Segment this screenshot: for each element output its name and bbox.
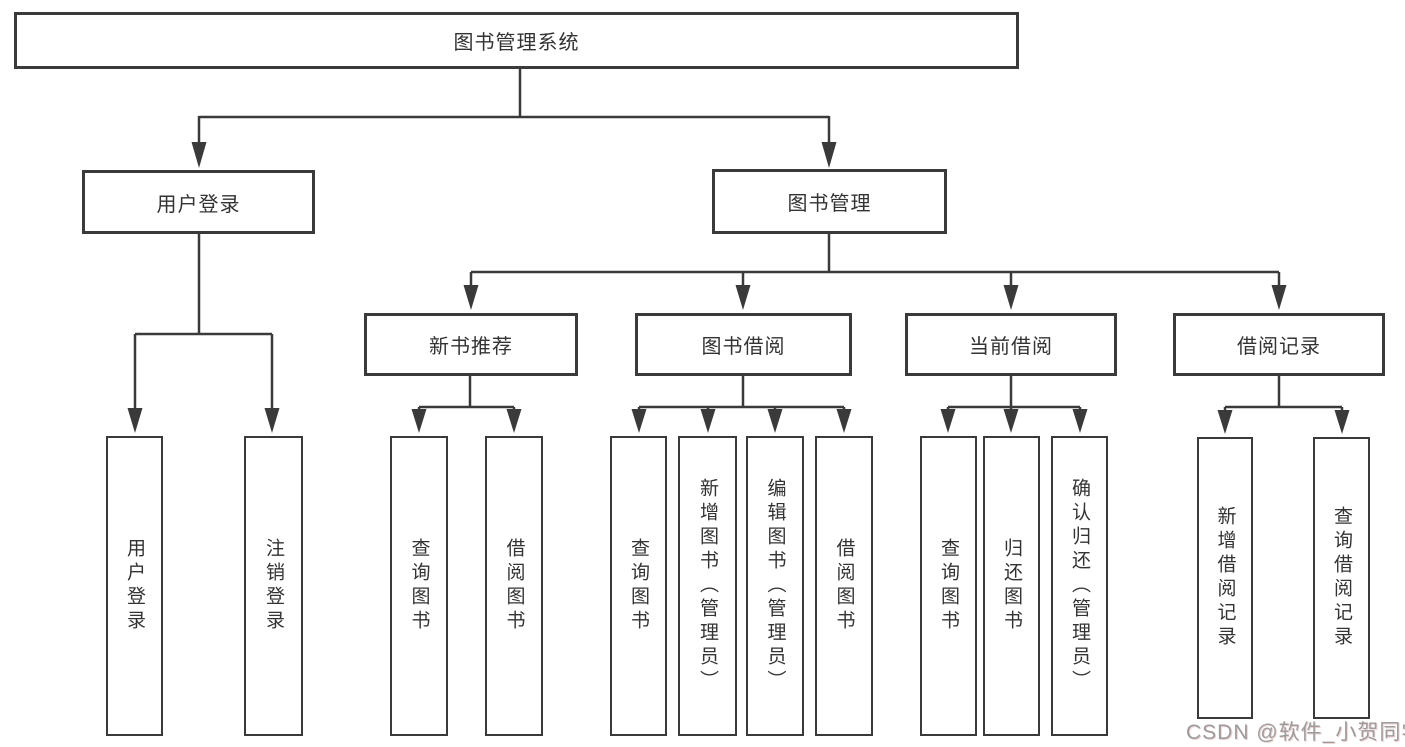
leaf-label: 用户登录 (124, 538, 145, 634)
leaf-label: 新增图书（管理员） (697, 478, 718, 694)
leaf-logout: 注销登录 (244, 436, 303, 736)
leaf-add-borrow-record: 新增借阅记录 (1197, 437, 1253, 719)
leaf-edit-book-admin: 编辑图书（管理员） (746, 436, 804, 736)
leaf-label: 查询图书 (408, 538, 430, 634)
leaf-label: 注销登录 (263, 538, 284, 634)
leaf-label: 查询图书 (628, 538, 649, 634)
leaf-query-book-recommend: 查询图书 (390, 436, 448, 736)
node-user-login: 用户登录 (82, 170, 315, 234)
leaf-label: 编辑图书（管理员） (764, 478, 786, 694)
node-current-borrowing: 当前借阅 (905, 313, 1117, 376)
leaf-label: 新增借阅记录 (1214, 506, 1236, 650)
node-library-management-system: 图书管理系统 (14, 12, 1019, 69)
leaf-label: 借阅图书 (503, 538, 525, 634)
leaf-add-book-admin: 新增图书（管理员） (678, 436, 737, 736)
leaf-label: 借阅图书 (833, 538, 855, 634)
leaf-query-book-borrowing: 查询图书 (610, 436, 667, 736)
leaf-borrow-book: 借阅图书 (815, 436, 873, 736)
leaf-borrow-book-recommend: 借阅图书 (485, 436, 543, 736)
leaf-label: 归还图书 (1001, 538, 1022, 634)
leaf-label: 查询借阅记录 (1331, 506, 1352, 650)
node-new-book-recommend: 新书推荐 (364, 313, 578, 376)
leaf-label: 查询图书 (938, 538, 959, 634)
node-book-borrowing: 图书借阅 (635, 313, 852, 376)
csdn-watermark: CSDN @软件_小贺同学 (1186, 721, 1405, 744)
leaf-query-book-current: 查询图书 (920, 436, 977, 736)
leaf-user-login: 用户登录 (106, 436, 163, 736)
node-borrow-records: 借阅记录 (1173, 313, 1385, 376)
leaf-query-borrow-record: 查询借阅记录 (1313, 437, 1370, 719)
leaf-return-book: 归还图书 (983, 436, 1040, 736)
node-book-management: 图书管理 (712, 169, 947, 234)
leaf-confirm-return-admin: 确认归还（管理员） (1051, 436, 1108, 736)
leaf-label: 确认归还（管理员） (1069, 478, 1090, 694)
